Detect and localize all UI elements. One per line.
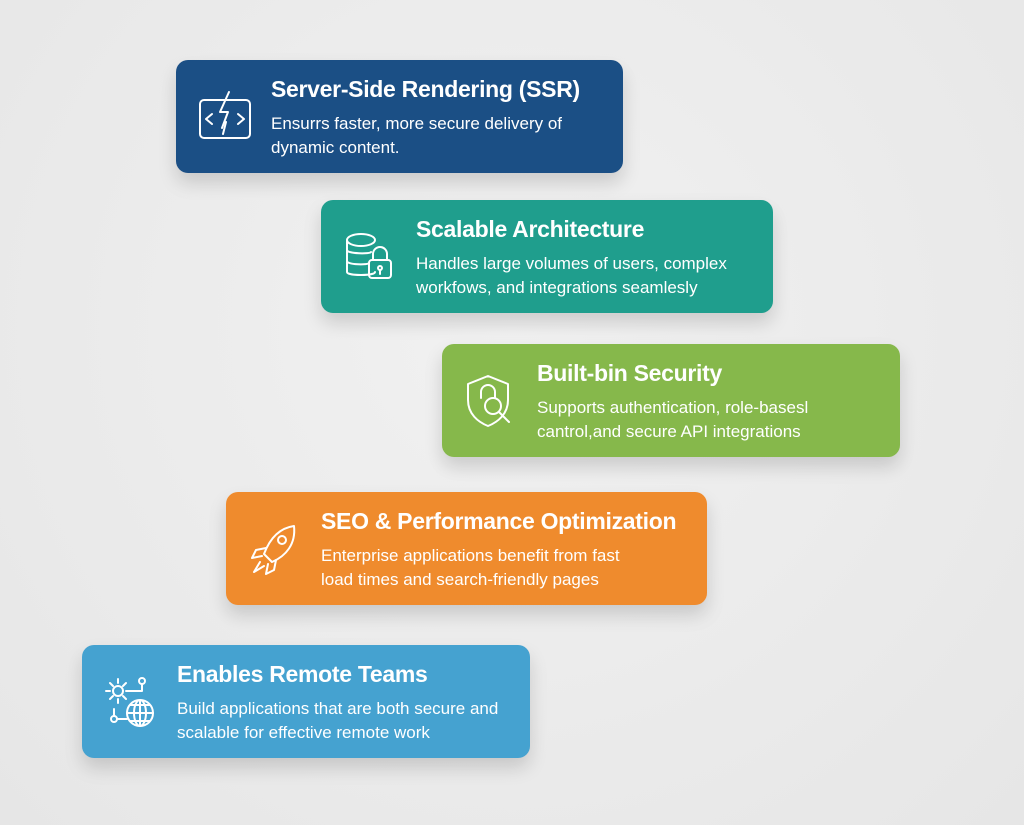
card-seo-performance: SEO & Performance Optimization Enterpris…	[226, 492, 707, 605]
card-scalable-architecture: Scalable Architecture Handles large volu…	[321, 200, 773, 313]
database-lock-icon	[341, 228, 399, 286]
card-title: Server-Side Rendering (SSR)	[271, 76, 580, 102]
card-description: Enterprise applications benefit from fas…	[321, 546, 620, 589]
card-security: Built-bin Security Supports authenticati…	[442, 344, 900, 457]
card-remote-teams: Enables Remote Teams Build applications …	[82, 645, 530, 758]
card-title: Enables Remote Teams	[177, 661, 428, 687]
card-title: Scalable Architecture	[416, 216, 645, 242]
card-ssr: Server-Side Rendering (SSR) Ensurrs fast…	[176, 60, 623, 173]
card-title: SEO & Performance Optimization	[321, 508, 677, 534]
rocket-icon	[246, 520, 304, 578]
code-bolt-icon	[196, 88, 254, 146]
card-description: Build applications that are both secure …	[177, 699, 499, 742]
shield-search-icon	[462, 372, 520, 430]
card-title: Built-bin Security	[537, 360, 723, 386]
gear-globe-icon	[102, 673, 160, 731]
